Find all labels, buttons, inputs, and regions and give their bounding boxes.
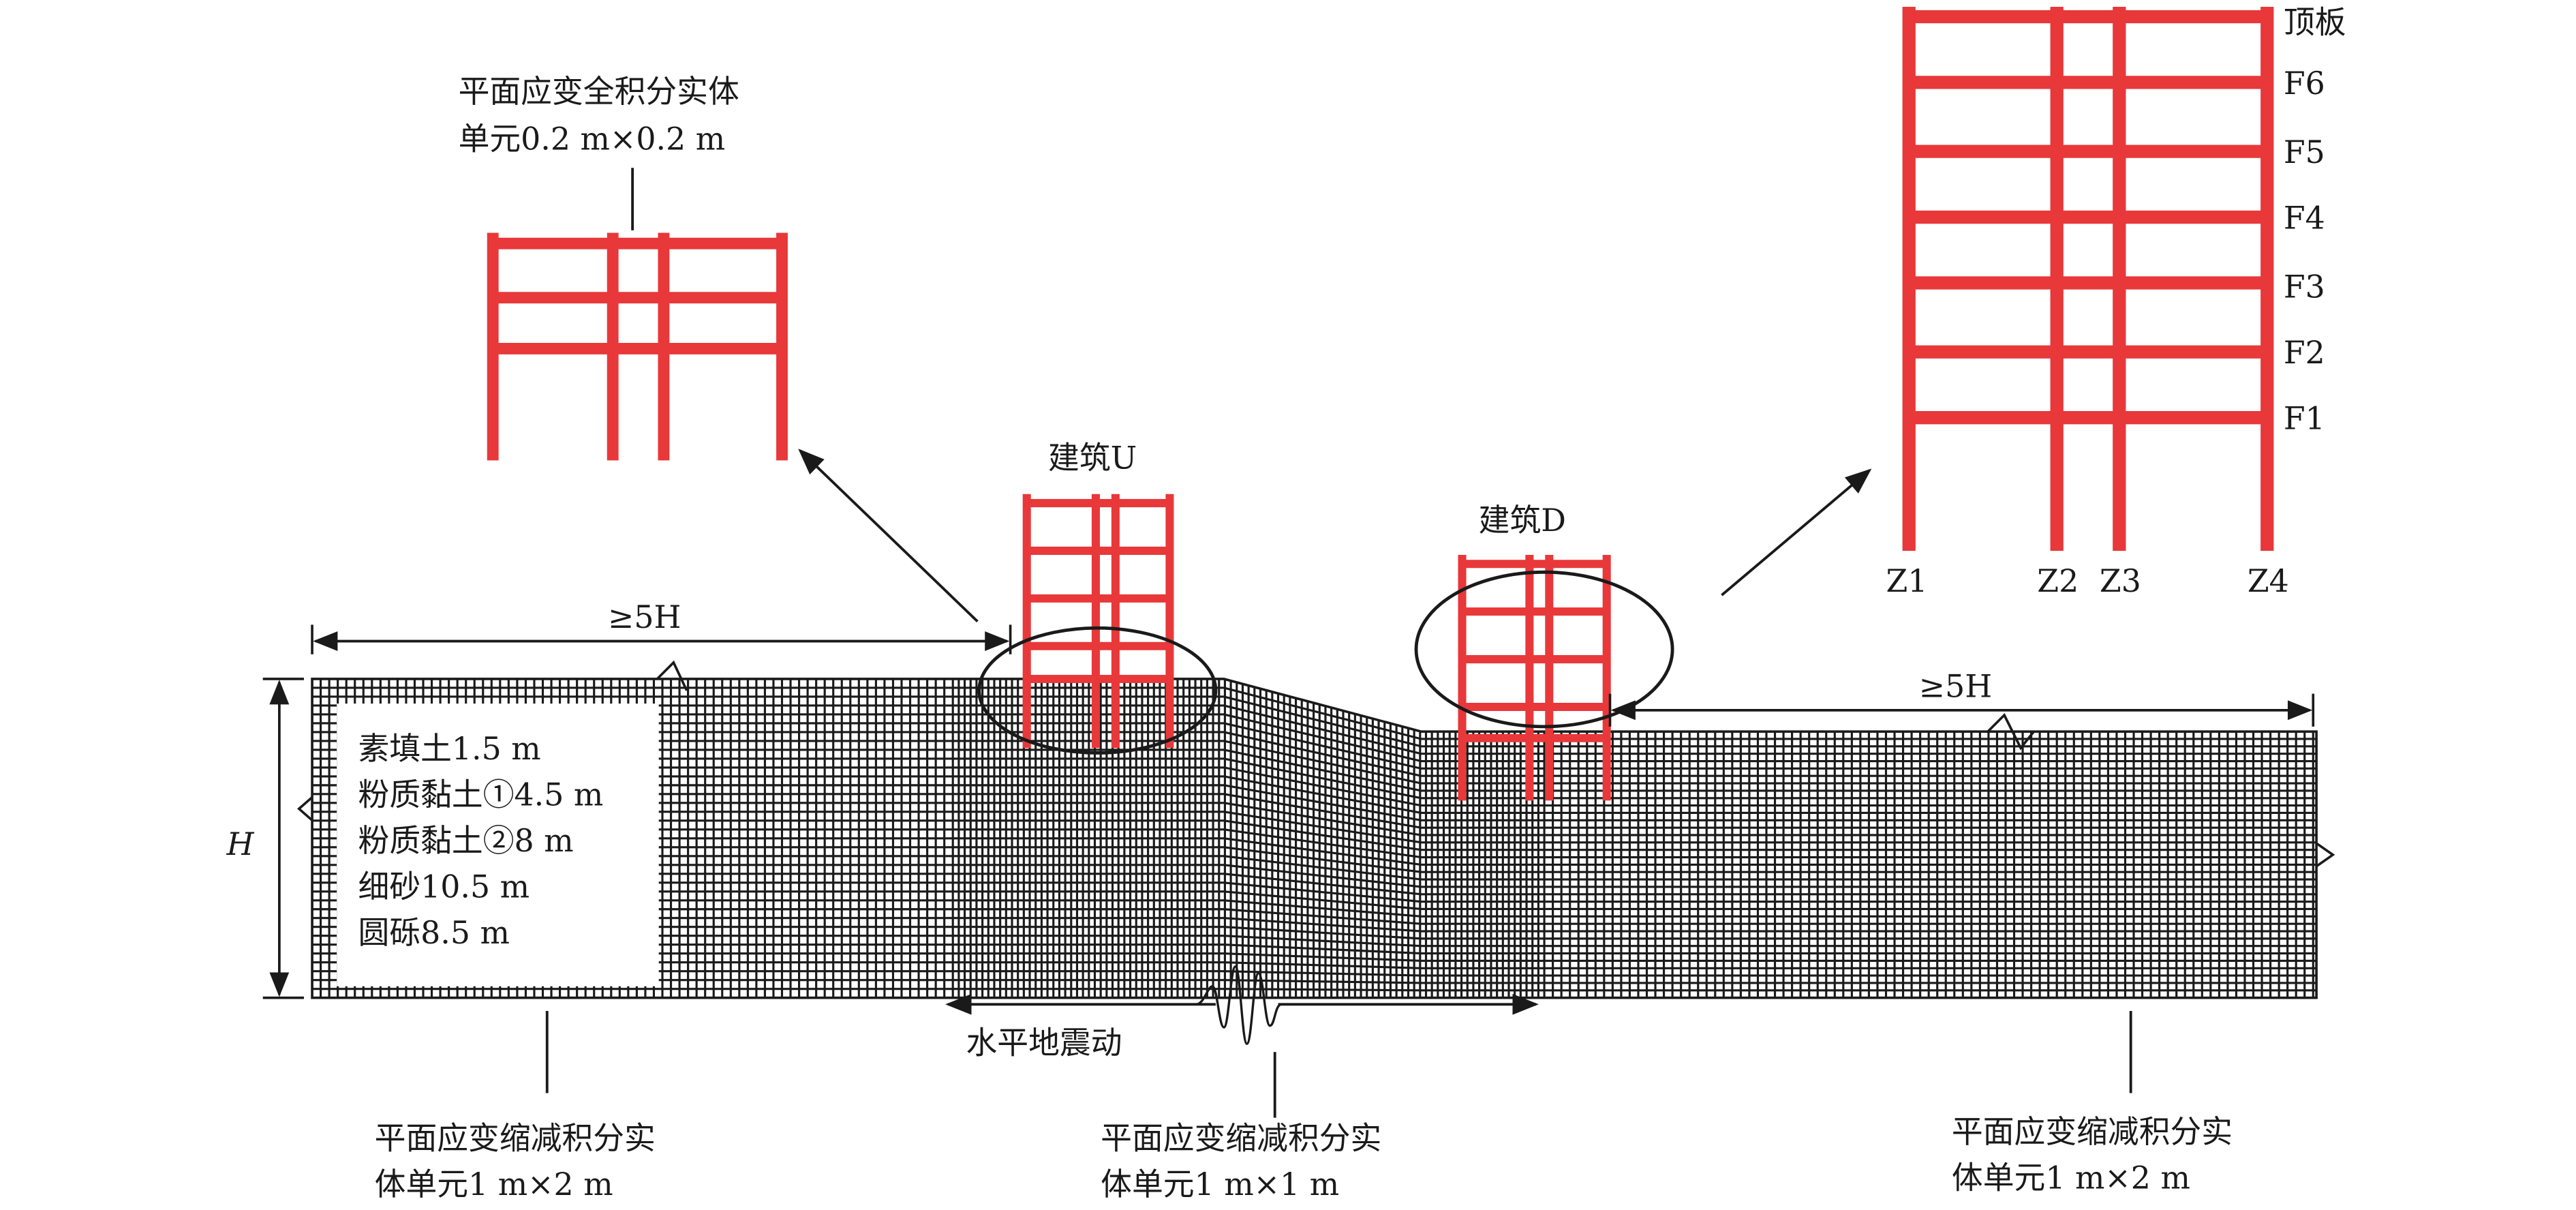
mesh-line — [312, 846, 2317, 873]
mesh-line — [312, 775, 2317, 815]
ground-motion-label: 水平地震动 — [966, 1025, 1122, 1061]
soil-layer: 粉质黏土②8 m — [358, 822, 574, 859]
mesh-line — [312, 979, 2317, 984]
bottom-left-label-line1: 平面应变缩减积分实 — [375, 1119, 656, 1156]
mesh-line — [312, 686, 2317, 740]
mesh-line — [312, 961, 2317, 969]
mesh-line — [312, 819, 2317, 851]
height-label: H — [226, 826, 255, 862]
left-distance-label: ≥5H — [608, 599, 681, 635]
mesh-line — [312, 740, 2317, 785]
building-u-ellipse — [977, 626, 1218, 755]
mesh-line — [312, 828, 2317, 859]
mesh-line — [312, 713, 2317, 763]
mesh-line — [312, 704, 2317, 755]
floor-label: F1 — [2284, 400, 2325, 437]
mesh-line — [312, 899, 2317, 918]
building-d-label: 建筑D — [1479, 502, 1566, 539]
mesh-line — [312, 748, 2317, 792]
mesh-line — [312, 784, 2317, 821]
floor-label: F3 — [2284, 269, 2325, 305]
detail-frame-small — [487, 232, 788, 461]
mesh-line — [312, 855, 2317, 881]
building-u-frame — [1022, 494, 1174, 748]
floor-label: F5 — [2284, 134, 2325, 170]
mesh-line — [312, 864, 2317, 888]
floor-label: F4 — [2284, 199, 2325, 236]
column-labels: Z1 Z2 Z3 Z4 — [1886, 562, 2289, 599]
soil-outline — [311, 678, 2318, 999]
bottom-mid-label-line1: 平面应变缩减积分实 — [1101, 1119, 1381, 1156]
soil-layer: 圆砾8.5 m — [358, 914, 510, 951]
mesh-line — [312, 881, 2317, 903]
bottom-left-label-line2: 体单元1 m×2 m — [375, 1166, 613, 1203]
column-label: Z4 — [2248, 562, 2289, 599]
column-label: Z2 — [2037, 562, 2079, 599]
bottom-mid-label-line2: 体单元1 m×1 m — [1101, 1166, 1339, 1203]
building-u-label: 建筑U — [1048, 439, 1137, 476]
building-d-frame — [1458, 554, 1611, 801]
mesh-line — [312, 952, 2317, 962]
mesh-line — [312, 731, 2317, 777]
mesh-line — [312, 943, 2317, 955]
mesh-line — [312, 802, 2317, 836]
bottom-right-label-line1: 平面应变缩减积分实 — [1952, 1113, 2233, 1150]
mesh-line — [312, 722, 2317, 770]
mesh-line — [312, 926, 2317, 940]
mesh-line — [312, 890, 2317, 911]
mesh-line — [312, 695, 2317, 748]
soil-legend-box — [337, 704, 659, 986]
floor-label: 顶板 — [2284, 4, 2346, 41]
floor-label: F6 — [2284, 65, 2325, 102]
dimension-lines — [262, 624, 2335, 999]
right-distance-label: ≥5H — [1919, 668, 1992, 705]
mesh-line — [312, 811, 2317, 844]
leader-lines — [545, 168, 2132, 1118]
soil-layer: 粉质黏土①4.5 m — [358, 776, 604, 813]
mesh-line — [312, 988, 2317, 992]
soil-layers: 素填土1.5 m 粉质黏土①4.5 m 粉质黏土②8 m 细砂10.5 m 圆砾… — [358, 730, 604, 951]
mesh-line — [312, 970, 2317, 977]
soil-layer: 细砂10.5 m — [358, 868, 530, 905]
detail-label-line2: 单元0.2 m×0.2 m — [459, 121, 726, 157]
mesh-line — [312, 873, 2317, 896]
detail-frame-large — [1902, 7, 2274, 551]
mesh-line — [312, 837, 2317, 866]
mesh-line — [312, 935, 2317, 948]
building-d-ellipse — [1414, 570, 1674, 729]
bottom-right-label-line2: 体单元1 m×2 m — [1952, 1159, 2190, 1196]
column-label: Z3 — [2100, 562, 2141, 599]
floor-label: F2 — [2284, 334, 2325, 371]
column-label: Z1 — [1886, 562, 1928, 599]
detail-label-line1: 平面应变全积分实体 — [459, 73, 739, 110]
soil-layer: 素填土1.5 m — [358, 730, 541, 767]
mesh-line — [312, 766, 2317, 807]
seismic-wave-icon — [1195, 965, 1282, 1045]
floor-labels: 顶板 F6 F5 F4 F3 F2 F1 — [2284, 4, 2346, 437]
mesh-line — [312, 757, 2317, 800]
mesh-line — [312, 917, 2317, 933]
mesh-line — [312, 908, 2317, 925]
mesh-line — [312, 793, 2317, 829]
